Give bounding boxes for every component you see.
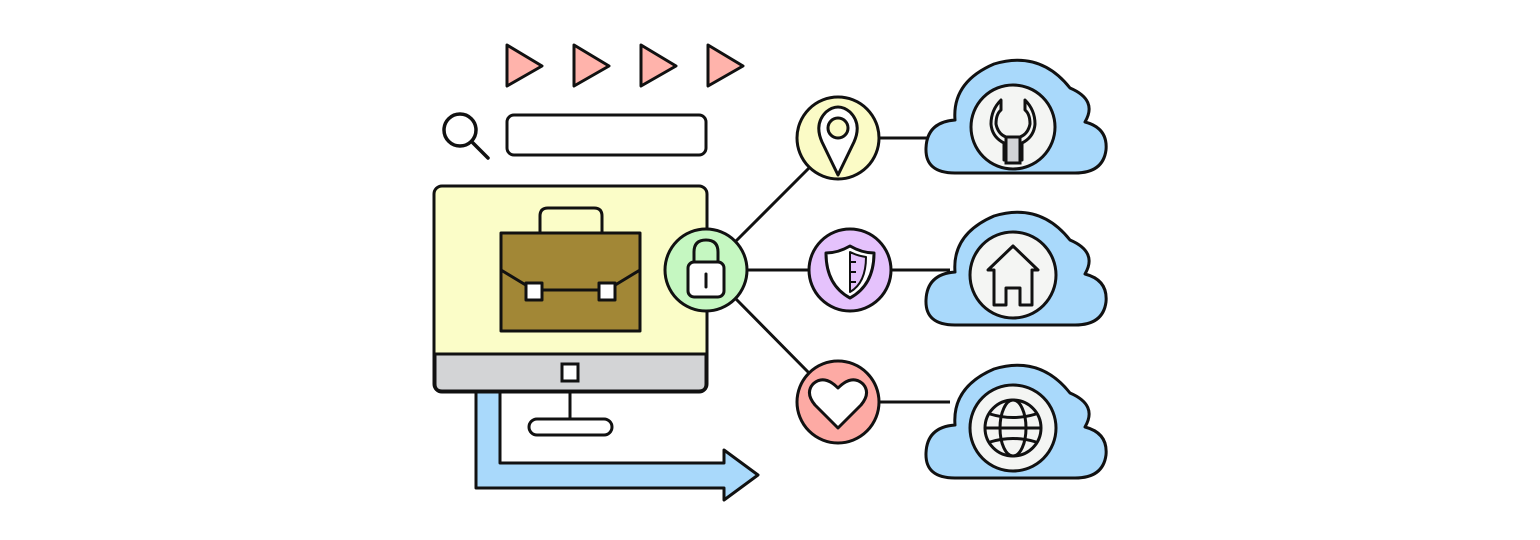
heart-icon <box>808 378 868 430</box>
globe-icon <box>983 398 1043 458</box>
heart-node[interactable] <box>795 359 881 445</box>
shield-icon <box>824 244 876 300</box>
play-triangles <box>505 43 745 88</box>
connector-lines <box>733 136 950 404</box>
play-triangle-icon <box>639 43 678 88</box>
wrench-icon <box>989 98 1037 165</box>
cloud-home[interactable] <box>924 210 1108 327</box>
search-icon[interactable] <box>442 112 490 160</box>
search-input[interactable] <box>505 113 708 157</box>
shield-node[interactable] <box>807 227 893 313</box>
briefcase-icon <box>499 206 642 333</box>
play-triangle-icon <box>572 43 611 88</box>
lock-node[interactable] <box>663 227 749 313</box>
cloud-globe[interactable] <box>924 363 1108 480</box>
location-node[interactable] <box>795 95 881 181</box>
lock-icon <box>686 238 726 299</box>
monitor-stand <box>527 417 614 437</box>
flow-arrow <box>474 390 760 502</box>
cloud-wrench[interactable] <box>924 58 1108 175</box>
play-triangle-icon <box>505 43 544 88</box>
location-pin-icon <box>817 105 859 177</box>
monitor-power-button[interactable] <box>560 362 580 383</box>
connector-lock-heart <box>733 296 814 378</box>
monitor <box>432 184 709 437</box>
play-triangle-icon <box>706 43 745 88</box>
home-icon <box>986 244 1040 307</box>
connector-lock-pin <box>733 163 814 244</box>
